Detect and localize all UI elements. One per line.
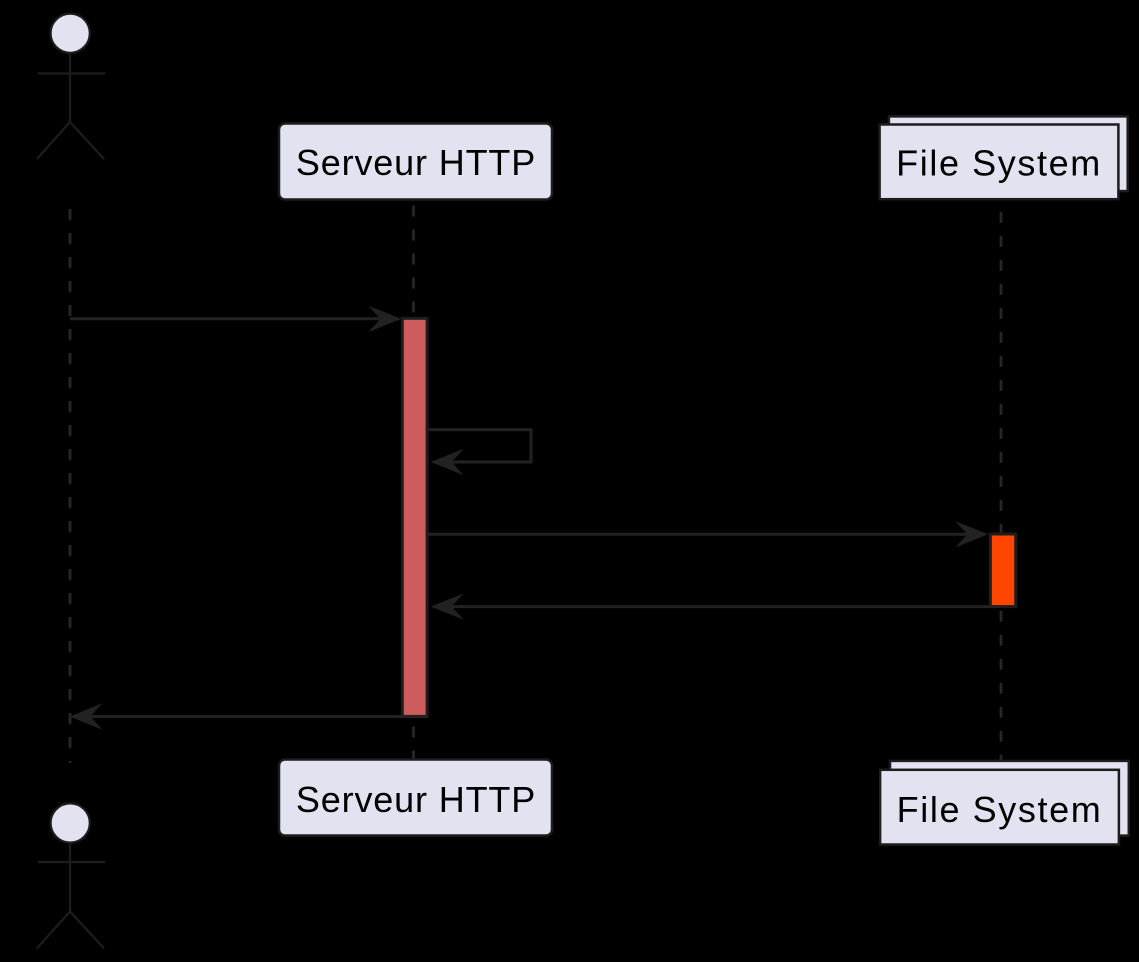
svg-text:Serveur HTTP: Serveur HTTP <box>296 779 536 820</box>
svg-text:File System: File System <box>897 789 1103 830</box>
svg-text:File System: File System <box>896 143 1102 184</box>
svg-text:Serveur HTTP: Serveur HTTP <box>296 142 536 183</box>
